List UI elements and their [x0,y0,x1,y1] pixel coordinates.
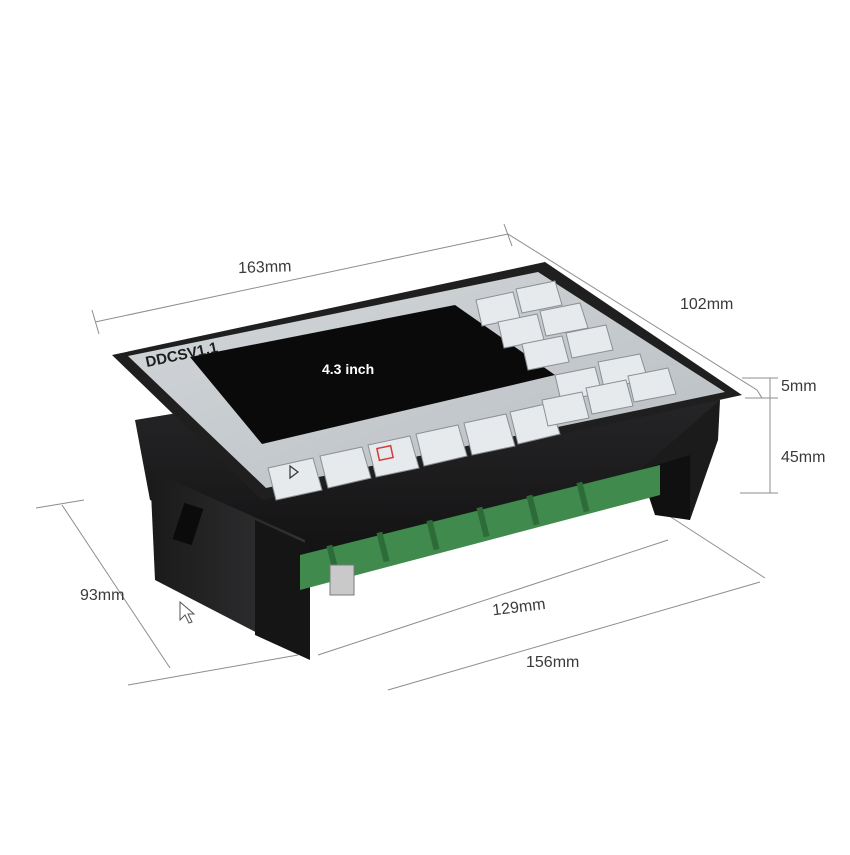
screen-size-label: 4.3 inch [322,361,374,377]
dim-bezel: 5mm [781,378,817,395]
mouse-cursor-icon [179,600,196,624]
dim-body-height: 45mm [781,449,825,466]
dim-outer-length: 156mm [526,654,579,671]
dim-inner-length: 129mm [491,596,546,619]
dim-depth-bottom: 93mm [80,587,124,604]
dimension-lines [35,223,778,691]
dim-depth-top: 102mm [680,296,733,313]
display-screen [190,305,555,444]
controller-body [112,262,742,660]
right-keypad [475,280,677,427]
dim-length-top: 163mm [238,258,292,277]
